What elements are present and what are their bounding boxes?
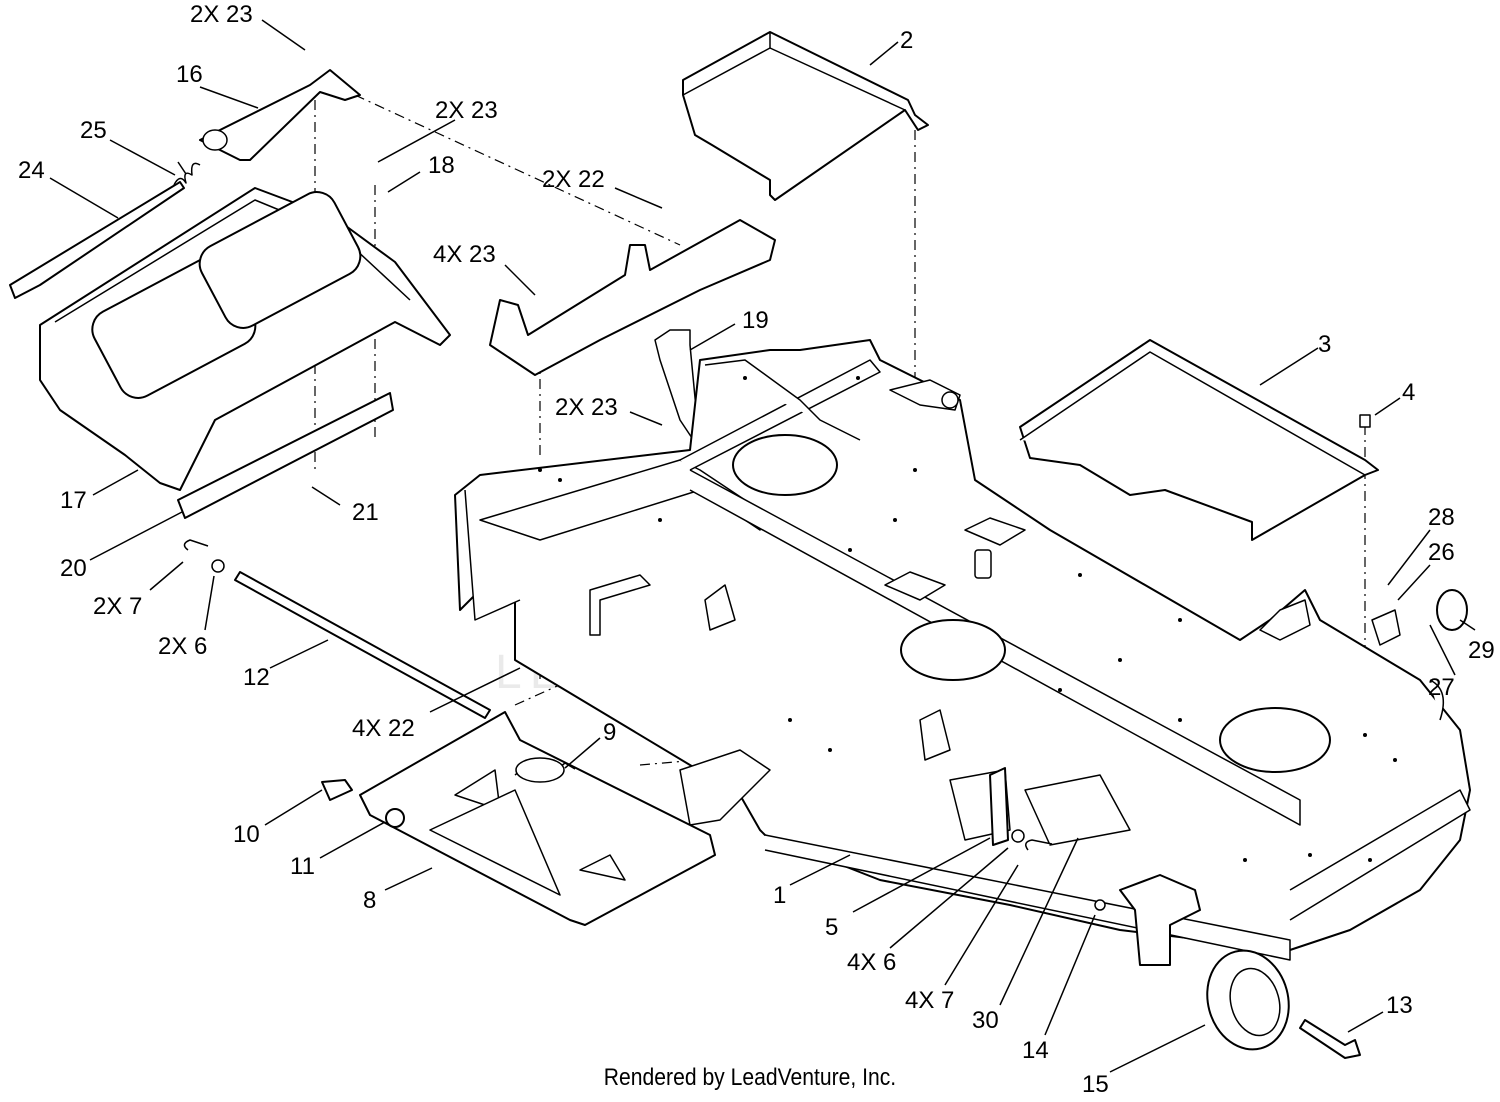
callout-11: 11 — [290, 853, 315, 880]
callout-12: 12 — [243, 664, 270, 691]
callout-3: 3 — [1318, 331, 1331, 358]
part-11-nut — [385, 808, 405, 828]
callout-14: 14 — [1022, 1037, 1049, 1064]
part-15-wheel — [1206, 949, 1290, 1051]
part-7-clip — [183, 539, 1053, 851]
part-16-pivot-bracket — [199, 69, 361, 161]
part-13-bolt — [1299, 1019, 1361, 1059]
part-29-knob — [1436, 589, 1468, 631]
callout-labels: 2 3 4 16 2X 23 25 24 2X 23 18 2X 22 4X 2… — [18, 1, 1495, 1098]
callout-30: 30 — [972, 1007, 999, 1034]
callout-25: 25 — [80, 117, 107, 144]
callout-10: 10 — [233, 821, 260, 848]
part-3-belt-cover-right — [1019, 339, 1379, 541]
callout-15: 15 — [1082, 1071, 1109, 1098]
callout-4: 4 — [1402, 379, 1415, 406]
part-24-rod — [9, 161, 201, 299]
part-1-mower-deck — [454, 339, 1471, 961]
callout-13: 13 — [1386, 992, 1413, 1019]
part-6-washer — [211, 559, 1025, 843]
callout-1: 1 — [773, 882, 786, 909]
footer-credit: Rendered by LeadVenture, Inc. — [603, 1064, 897, 1091]
part-2-belt-cover — [682, 31, 929, 201]
callout-19: 19 — [742, 307, 769, 334]
callout-23-second: 2X 23 — [435, 97, 498, 124]
part-4-bolt — [1359, 414, 1371, 428]
part-9-spring — [514, 757, 576, 783]
callout-23-mid: 2X 23 — [555, 394, 618, 421]
callout-18: 18 — [428, 152, 455, 179]
callout-26: 26 — [1428, 539, 1455, 566]
part-8-plate — [359, 711, 716, 926]
callout-27: 27 — [1428, 674, 1455, 701]
part-10-bolt — [321, 779, 353, 801]
callout-7-right: 4X 7 — [905, 987, 954, 1014]
callout-23-four: 4X 23 — [433, 241, 496, 268]
callout-21: 21 — [352, 499, 379, 526]
callout-16: 16 — [176, 61, 203, 88]
callout-22-bottom: 4X 22 — [352, 715, 415, 742]
callout-20: 20 — [60, 555, 87, 582]
callout-7-left: 2X 7 — [93, 593, 142, 620]
part-19-bracket-assembly — [489, 219, 776, 451]
callout-24: 24 — [18, 157, 45, 184]
leader-lines — [49, 19, 1476, 1073]
callout-6-left: 2X 6 — [158, 633, 207, 660]
part-17-shield — [39, 187, 451, 491]
callout-6-right: 4X 6 — [847, 949, 896, 976]
part-5-bracket — [989, 767, 1009, 846]
callout-22-top: 2X 22 — [542, 166, 605, 193]
part-26-fitting — [1371, 609, 1401, 646]
callout-23-top: 2X 23 — [190, 1, 253, 28]
part-20-plate — [177, 392, 394, 519]
callout-28: 28 — [1428, 504, 1455, 531]
callout-29: 29 — [1468, 637, 1495, 664]
callout-2: 2 — [900, 27, 913, 54]
callout-8: 8 — [363, 887, 376, 914]
part-14-caster-bracket — [1094, 874, 1201, 966]
callout-17: 17 — [60, 487, 87, 514]
callout-9: 9 — [603, 719, 616, 746]
part-12-rod — [234, 571, 491, 719]
callout-5: 5 — [825, 914, 838, 941]
